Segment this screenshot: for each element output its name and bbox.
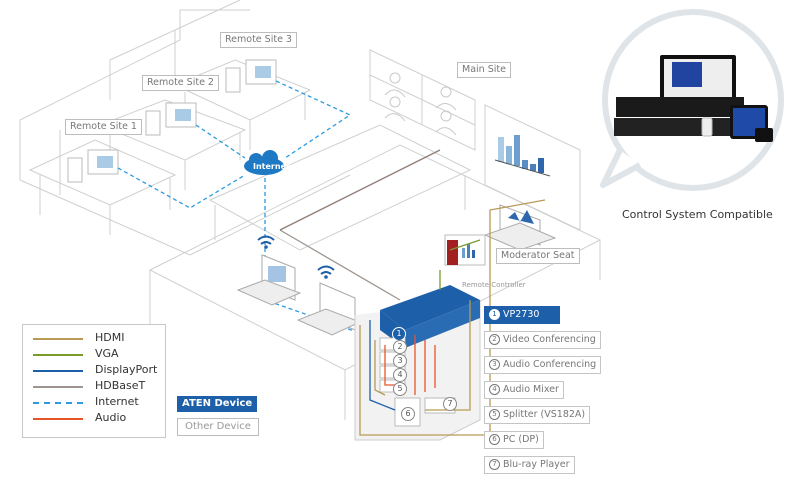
aten-device-badge: ATEN Device bbox=[177, 396, 257, 412]
number-badge: 1 bbox=[489, 309, 500, 320]
remote-workstations bbox=[67, 59, 277, 183]
legend-item-audio: Audio bbox=[23, 411, 163, 425]
internet-line-swatch bbox=[33, 402, 83, 404]
vga-line-swatch bbox=[33, 354, 83, 356]
video-wall-participants bbox=[384, 72, 457, 136]
legend-label: VGA bbox=[95, 347, 119, 360]
hdbaset-line-swatch bbox=[33, 386, 83, 388]
unit-2-marker: 2 bbox=[393, 340, 407, 354]
screen-bar-chart bbox=[494, 135, 551, 177]
legend-label: DisplayPort bbox=[95, 363, 158, 376]
main-site-label: Main Site bbox=[457, 62, 511, 78]
remote-site-3-label: Remote Site 3 bbox=[220, 32, 297, 48]
unit-4-marker: 4 bbox=[393, 368, 407, 382]
device-label: Splitter (VS182A) bbox=[503, 409, 586, 420]
legend-item-vga: VGA bbox=[23, 347, 163, 361]
unit-6-marker: 6 bbox=[401, 407, 415, 421]
room-outlines bbox=[19, 0, 602, 420]
remote-site-2-label: Remote Site 2 bbox=[142, 75, 219, 91]
number-badge: 6 bbox=[489, 434, 500, 445]
unit-7-marker: 7 bbox=[443, 397, 457, 411]
number-badge: 3 bbox=[489, 359, 500, 370]
internet-cloud-icon bbox=[244, 150, 284, 175]
number-badge: 2 bbox=[489, 334, 500, 345]
device-label: Blu-ray Player bbox=[503, 459, 570, 470]
unit-1-marker: 1 bbox=[392, 327, 406, 341]
legend-label: HDMI bbox=[95, 331, 125, 344]
audio-line-swatch bbox=[33, 418, 83, 420]
device-label: Video Conferencing bbox=[503, 334, 596, 345]
cable-legend: HDMI VGA DisplayPort HDBaseT Internet Au… bbox=[22, 324, 166, 438]
legend-label: Audio bbox=[95, 411, 127, 424]
device-label: PC (DP) bbox=[503, 434, 539, 445]
legend-item-displayport: DisplayPort bbox=[23, 363, 163, 377]
moderator-seat-label: Moderator Seat bbox=[496, 248, 580, 264]
equipment-rack bbox=[354, 285, 481, 441]
number-badge: 5 bbox=[489, 409, 500, 420]
legend-item-internet: Internet bbox=[23, 395, 163, 409]
number-badge: 4 bbox=[489, 384, 500, 395]
hdmi-line-swatch bbox=[33, 338, 83, 340]
number-badge: 7 bbox=[489, 459, 500, 470]
legend-label: HDBaseT bbox=[95, 379, 146, 392]
unit-3-marker: 3 bbox=[393, 354, 407, 368]
displayport-line-swatch bbox=[33, 370, 83, 372]
wifi-dot bbox=[264, 245, 268, 249]
legend-item-hdmi: HDMI bbox=[23, 331, 163, 345]
other-device-badge: Other Device bbox=[177, 418, 259, 436]
internet-cloud-label: Internet bbox=[253, 162, 290, 171]
remote-site-1-label: Remote Site 1 bbox=[65, 119, 142, 135]
control-system-callout bbox=[600, 9, 784, 191]
wifi-dot bbox=[324, 275, 328, 279]
unit-5-marker: 5 bbox=[393, 382, 407, 396]
callout-caption: Control System Compatible bbox=[622, 208, 773, 221]
legend-label: Internet bbox=[95, 395, 139, 408]
wifi-icon bbox=[257, 235, 335, 275]
device-label: Audio Conferencing bbox=[503, 359, 597, 370]
legend-item-hdbaset: HDBaseT bbox=[23, 379, 163, 393]
device-label: Audio Mixer bbox=[503, 384, 559, 395]
remote-controller-label: Remote Controller bbox=[462, 281, 526, 289]
laptops bbox=[236, 204, 557, 336]
device-label: VP2730 bbox=[503, 309, 540, 320]
